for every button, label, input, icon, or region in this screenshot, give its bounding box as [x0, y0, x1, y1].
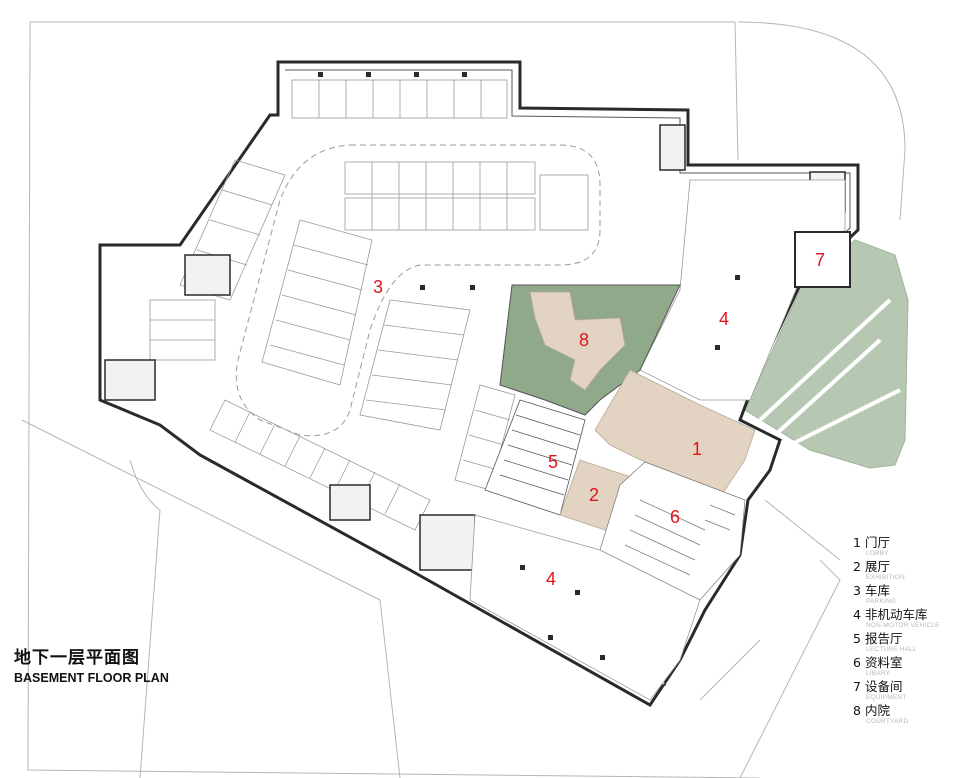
legend-cn: 内院	[864, 703, 890, 718]
legend-cn: 设备间	[864, 679, 903, 694]
equipment-room	[794, 231, 851, 288]
room-label-bike-south: 4	[546, 569, 556, 589]
legend-en: LIBARY	[866, 670, 891, 677]
bike-parking-north-area	[639, 179, 846, 401]
legend-num: 3	[853, 583, 861, 598]
legend-en: PARKING	[866, 598, 897, 605]
structural-columns	[318, 72, 740, 660]
legend-en: NON-MOTOR VEHICLE	[866, 622, 940, 629]
plan-title-en: BASEMENT FLOOR PLAN	[14, 671, 169, 685]
room-label-lobby: 1	[692, 439, 702, 459]
legend-en: EQUIPMENT	[866, 694, 907, 701]
legend-num: 2	[853, 559, 861, 574]
room-label-equipment: 7	[815, 250, 825, 270]
legend-cn: 车库	[864, 583, 890, 598]
plan-title-cn: 地下一层平面图	[14, 648, 140, 668]
legend-en: LOBBY	[866, 550, 889, 557]
legend-cn: 报告厅	[864, 631, 903, 646]
landscape-paths	[758, 298, 901, 447]
site-boundary	[21, 21, 906, 778]
room-label-bike-north: 4	[719, 309, 729, 329]
legend-en: LECTURE HALL	[866, 646, 917, 653]
parking-stalls-bottom	[209, 399, 431, 531]
legend-num: 1	[853, 535, 861, 550]
legend-num: 8	[853, 703, 861, 718]
parking-stalls-center	[344, 161, 589, 231]
plan-title: 地下一层平面图 BASEMENT FLOOR PLAN	[14, 648, 169, 686]
legend-num: 7	[853, 679, 861, 694]
room-label-exhibition: 2	[589, 485, 599, 505]
parking-stalls-diagonal	[261, 219, 516, 491]
legend-num: 6	[853, 655, 861, 670]
room-label-lecture: 5	[548, 452, 558, 472]
bike-parking-south-area	[469, 514, 701, 701]
legend-num: 5	[853, 631, 861, 646]
courtyard-path	[529, 291, 626, 391]
legend-cn: 非机动车库	[864, 607, 928, 622]
room-label-courtyard: 8	[579, 330, 589, 350]
room-label-library: 6	[670, 507, 680, 527]
legend-en: COURTYARD	[866, 718, 909, 725]
parking-stalls-top	[291, 79, 508, 119]
legend-cn: 资料室	[864, 655, 903, 670]
legend-en: EXHIBITION	[866, 574, 905, 581]
legend-num: 4	[853, 607, 861, 622]
room-label-parking: 3	[373, 277, 383, 297]
legend-cn: 展厅	[864, 559, 890, 574]
legend-cn: 门厅	[864, 535, 890, 550]
